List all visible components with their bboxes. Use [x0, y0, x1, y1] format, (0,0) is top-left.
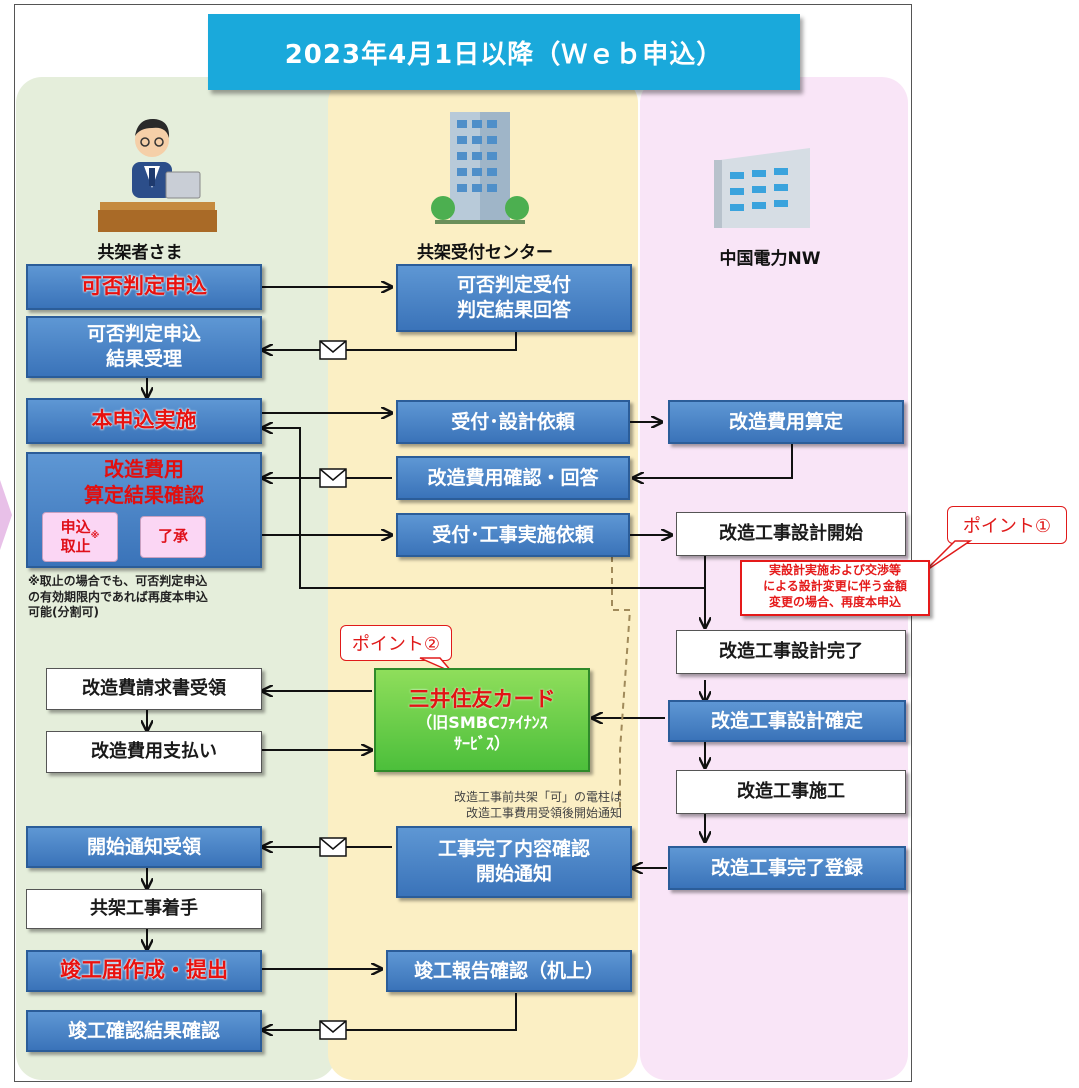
- construction-box[interactable]: 改造工事施工: [676, 770, 906, 814]
- point-2-callout: ポイント②: [340, 625, 452, 661]
- office-building-icon: [714, 148, 810, 228]
- cost-payment-box[interactable]: 改造費用支払い: [46, 731, 262, 773]
- completion-result-check-box[interactable]: 竣工確認結果確認: [26, 1010, 262, 1052]
- smbc-card-title: 三井住友カード: [408, 686, 556, 711]
- cancel-label: 申込 取止: [60, 517, 91, 556]
- design-fixed-box[interactable]: 改造工事設計確定: [668, 700, 906, 742]
- person-at-laptop-icon: [98, 118, 217, 232]
- accept-button[interactable]: 了承: [140, 516, 206, 558]
- lane-label-customer: 共架者さま: [97, 243, 183, 263]
- cancel-note-mark: ※: [90, 531, 100, 542]
- co-installation-work-start-box[interactable]: 共架工事着手: [26, 889, 262, 929]
- reception-work-request-box[interactable]: 受付･工事実施依頼: [396, 513, 630, 557]
- main-application-box[interactable]: 本申込実施: [26, 398, 262, 444]
- invoice-received-box[interactable]: 改造費請求書受領: [46, 668, 262, 710]
- completion-report-desk-check-box[interactable]: 竣工報告確認（机上）: [386, 950, 632, 992]
- title-banner: 2023年4月1日以降（Ｗｅｂ申込）: [208, 14, 800, 90]
- office-building-icon: [431, 112, 529, 224]
- point-1-callout: ポイント①: [947, 506, 1067, 544]
- smbc-card-box[interactable]: 三井住友カード （旧SMBCﾌｧｲﾅﾝｽ ｻｰﾋﾞｽ）: [374, 668, 590, 772]
- lane-label-nw: 中国電力NW: [719, 249, 821, 269]
- smbc-card-subtitle: （旧SMBCﾌｧｲﾅﾝｽ ｻｰﾋﾞｽ）: [416, 712, 548, 753]
- design-start-box[interactable]: 改造工事設計開始: [676, 512, 906, 556]
- start-notice-received-box[interactable]: 開始通知受領: [26, 826, 262, 868]
- design-complete-box[interactable]: 改造工事設計完了: [676, 630, 906, 674]
- cost-confirm-reply-box[interactable]: 改造費用確認・回答: [396, 456, 630, 500]
- cancel-note: ※取止の場合でも、可否判定申込 の有効期限内であれば再度本申込 可能(分割可): [28, 574, 208, 620]
- design-change-note-box: 実設計実施および交渉等 による設計変更に伴う金額 変更の場合、再度本申込: [740, 560, 930, 616]
- judgement-reception-box[interactable]: 可否判定受付 判定結果回答: [396, 264, 632, 332]
- reception-design-request-box[interactable]: 受付･設計依頼: [396, 400, 630, 444]
- lane-reception-center: [328, 77, 638, 1080]
- completion-content-check-box[interactable]: 工事完了内容確認 開始通知: [396, 826, 632, 898]
- pole-note: 改造工事前共架「可」の電柱は 改造工事費用受領後開始通知: [453, 790, 622, 820]
- apply-judgement-box[interactable]: 可否判定申込: [26, 264, 262, 310]
- lane-label-center: 共架受付センター: [417, 243, 553, 263]
- cancel-application-button[interactable]: 申込 取止※: [42, 512, 118, 562]
- completion-registration-box[interactable]: 改造工事完了登録: [668, 846, 906, 890]
- cost-confirm-label: 改造費用 算定結果確認: [84, 457, 204, 507]
- judgement-result-receipt-box[interactable]: 可否判定申込 結果受理: [26, 316, 262, 378]
- completion-report-submit-box[interactable]: 竣工届作成・提出: [26, 950, 262, 992]
- cost-calculation-box[interactable]: 改造費用算定: [668, 400, 904, 444]
